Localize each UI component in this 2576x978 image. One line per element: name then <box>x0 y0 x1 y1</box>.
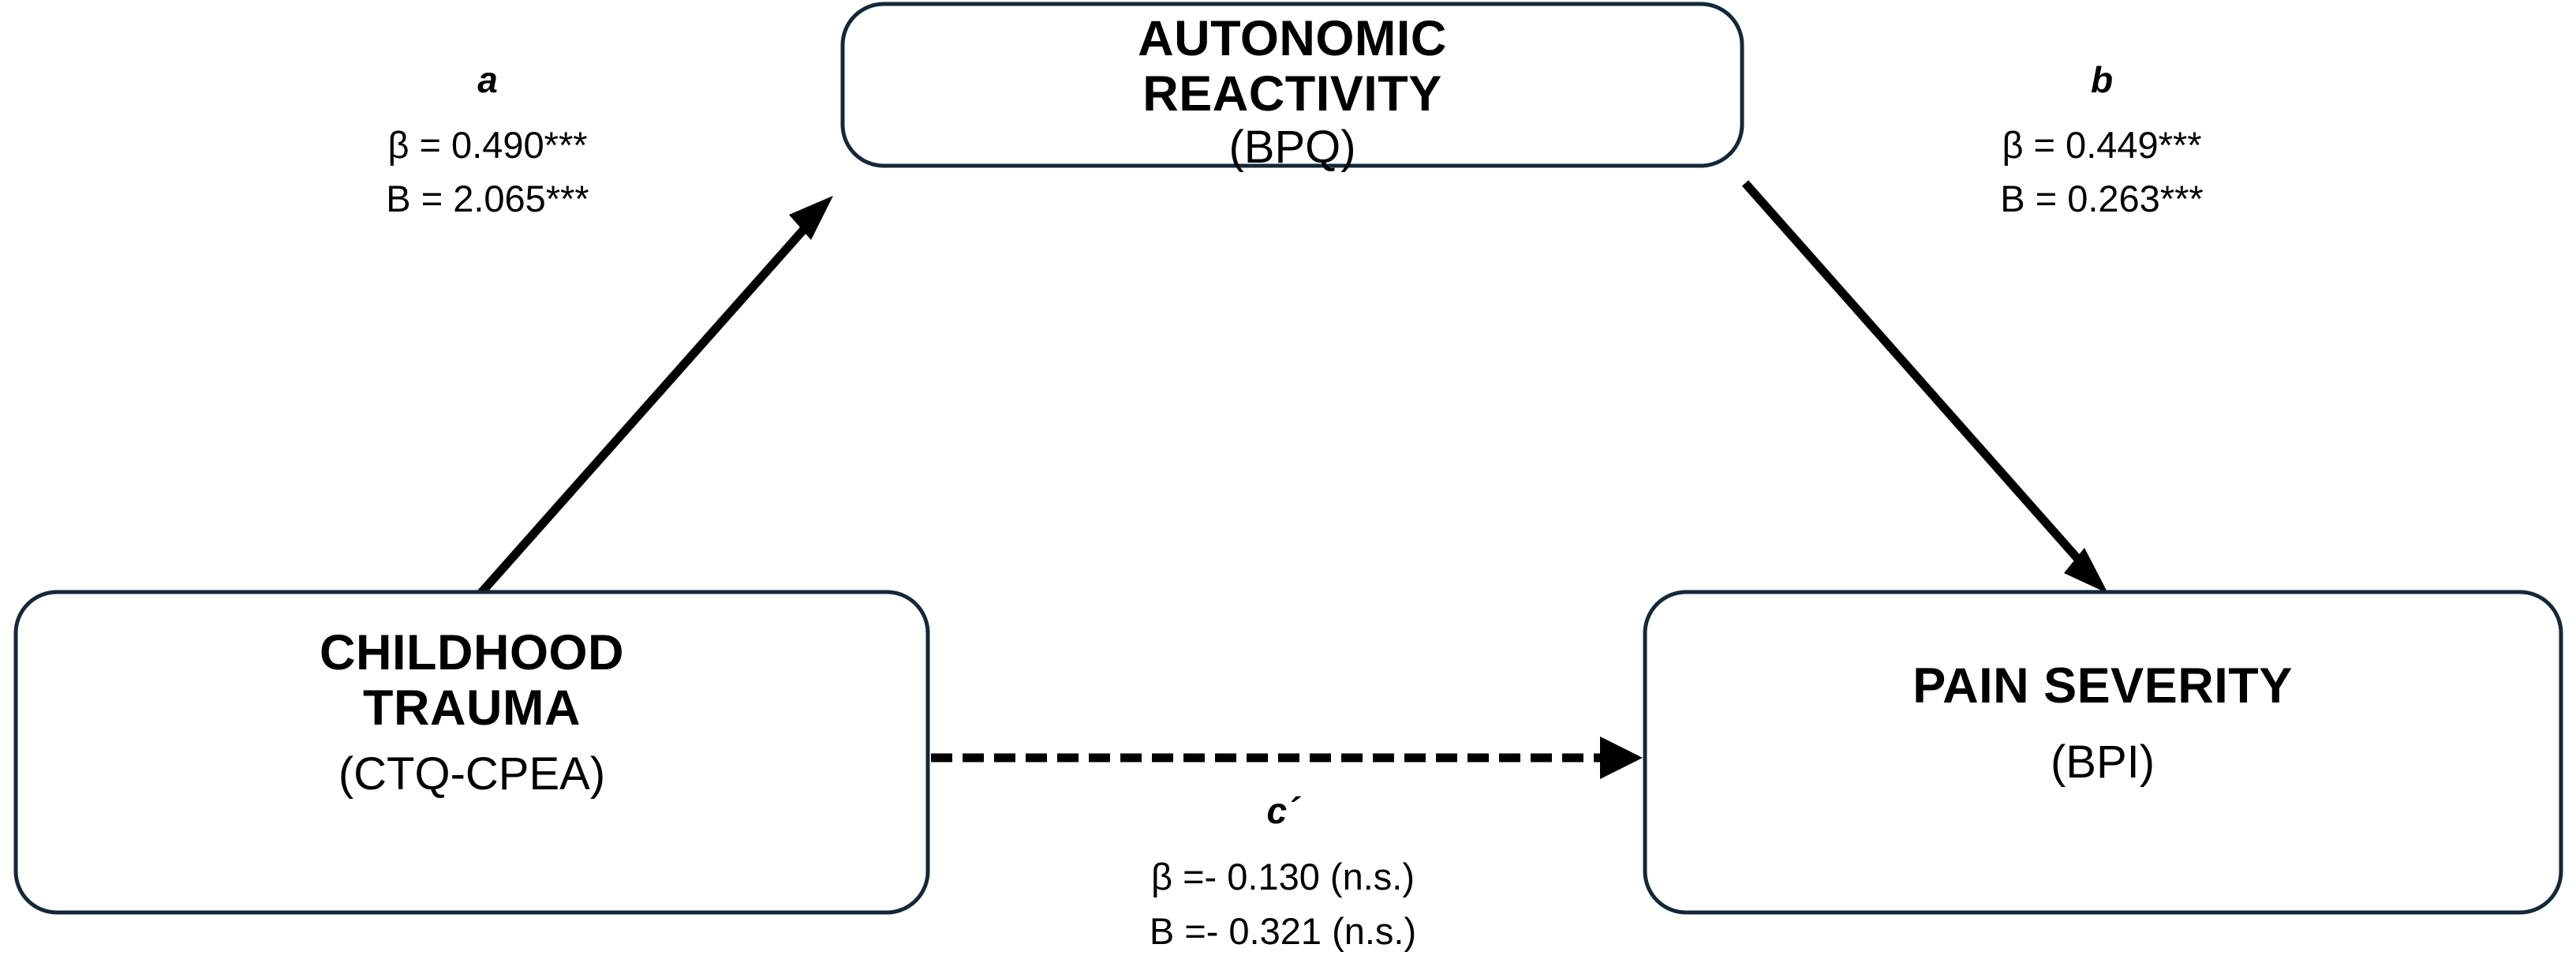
path-a-label: a β = 0.490*** B = 2.065*** <box>386 59 589 219</box>
path-b-arrowhead <box>2064 548 2108 594</box>
path-c-prime-beta: β =- 0.130 (n.s.) <box>1151 856 1415 897</box>
node-predictor-title-line1: CHILDHOOD <box>320 625 624 680</box>
path-a-unstandardized: B = 2.065*** <box>386 178 589 219</box>
path-a-line <box>469 216 817 605</box>
path-c-prime-letter: c´ <box>1267 790 1302 831</box>
node-outcome[interactable]: PAIN SEVERITY (BPI) <box>1643 590 2563 915</box>
path-b-line <box>1741 180 2092 573</box>
node-mediator-title-line1: AUTONOMIC <box>1138 11 1447 66</box>
node-predictor-title-line2: TRAUMA <box>363 680 581 736</box>
path-b-label: b β = 0.449*** B = 0.263*** <box>2000 59 2203 219</box>
path-a-arrow <box>469 196 833 605</box>
path-a-letter: a <box>477 59 498 100</box>
path-b-beta: β = 0.449*** <box>2002 124 2201 166</box>
node-outcome-subtitle: (BPI) <box>2051 736 2155 788</box>
node-mediator-title-line2: REACTIVITY <box>1142 66 1442 122</box>
node-mediator-subtitle: (BPQ) <box>1228 122 1355 173</box>
node-mediator-box[interactable] <box>840 2 1744 168</box>
node-predictor-box[interactable] <box>13 590 930 915</box>
node-predictor-subtitle: (CTQ-CPEA) <box>338 748 605 800</box>
path-b-letter: b <box>2091 59 2113 100</box>
node-outcome-title-line1: PAIN SEVERITY <box>1912 658 2292 714</box>
path-b-arrow <box>1741 180 2108 594</box>
path-c-prime-label: c´ β =- 0.130 (n.s.) B =- 0.321 (n.s.) <box>1150 790 1416 952</box>
node-mediator[interactable]: AUTONOMIC REACTIVITY (BPQ) <box>840 2 1744 173</box>
path-a-beta: β = 0.490*** <box>387 124 587 166</box>
path-b-unstandardized: B = 0.263*** <box>2000 178 2203 219</box>
path-c-prime-arrowhead <box>1600 736 1643 779</box>
node-outcome-box[interactable] <box>1643 590 2563 915</box>
node-predictor[interactable]: CHILDHOOD TRAUMA (CTQ-CPEA) <box>13 590 930 915</box>
path-c-prime-unstandardized: B =- 0.321 (n.s.) <box>1150 910 1416 952</box>
path-a-arrowhead <box>789 196 833 240</box>
path-c-prime-arrow <box>931 736 1643 779</box>
